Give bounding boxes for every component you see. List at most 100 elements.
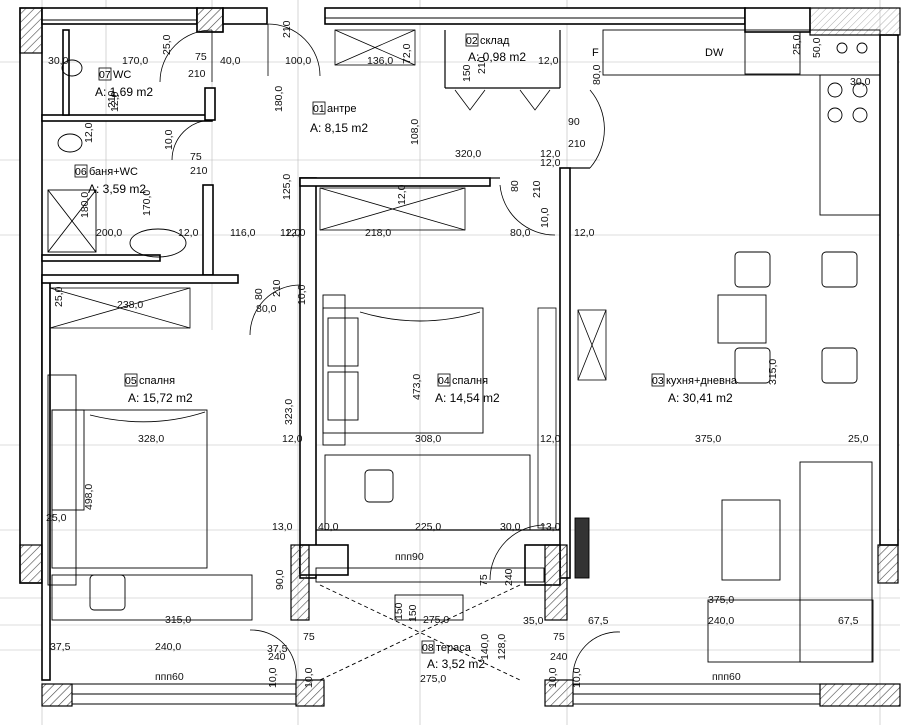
dimension-label: 238,0	[117, 299, 143, 311]
room-06-name: баня+WC	[89, 166, 138, 178]
dimension-label: 40,0	[318, 521, 339, 533]
room-06-num: 06	[75, 166, 87, 178]
dimension-label: 30,0	[850, 76, 871, 88]
dimension-label: 25,0	[161, 34, 173, 55]
dimension-label: 80	[509, 180, 521, 192]
dimension-label: 67,5	[588, 615, 609, 627]
dimension-label: 218,0	[365, 227, 391, 239]
dimension-label: 240,0	[708, 615, 734, 627]
dimension-label: 320,0	[455, 148, 481, 160]
window-label-terrace: ппп90	[395, 551, 424, 563]
room-02-area: A: 0,98 m2	[468, 50, 526, 64]
room-02-name: склад	[480, 35, 510, 47]
room-08-num: 08	[422, 642, 434, 654]
room-05-num: 05	[125, 375, 137, 387]
dimension-label: 328,0	[138, 433, 164, 445]
dimension-label: 473,0	[411, 374, 423, 400]
dimension-label: 12,0	[83, 122, 95, 143]
dimension-label: 12,0	[280, 227, 301, 239]
room-06-area: A: 3,59 m2	[88, 182, 146, 196]
room-08-name: тераса	[436, 642, 472, 654]
dimension-label: 240,0	[155, 641, 181, 653]
dimension-label: 90	[568, 116, 580, 128]
dimension-label: 30,0	[500, 521, 521, 533]
dimension-label: 240	[550, 651, 568, 663]
dimension-label: 25,0	[53, 286, 65, 307]
dimension-label: 10,0	[163, 129, 175, 150]
window-label-left: ппп60	[155, 671, 184, 683]
dimension-label: 210	[281, 20, 293, 38]
guide-lines	[0, 0, 900, 725]
dimension-label: 12,0	[282, 433, 303, 445]
dimension-label: 12,0	[285, 227, 306, 239]
dimension-label: 116,0	[230, 227, 256, 239]
dimension-label: 10,0	[547, 667, 559, 688]
dimension-label: 80	[253, 288, 265, 300]
dimension-label: 12,0	[540, 148, 561, 160]
dimension-label: 150	[407, 604, 419, 622]
dimension-label: 25,0	[848, 433, 869, 445]
room-05-name: спалня	[139, 375, 175, 387]
room-03-name: кухня+дневна	[666, 375, 738, 387]
dimension-label: 12,0	[396, 184, 408, 205]
beds	[47, 294, 484, 586]
room-07-name: WC	[113, 69, 131, 81]
dimension-label: 40,0	[220, 55, 241, 67]
furniture	[47, 29, 881, 681]
dimension-label: 75	[553, 631, 565, 643]
windows	[41, 7, 821, 705]
room-07-area: A: 1,69 m2	[95, 85, 153, 99]
room-01-num: 01	[313, 103, 325, 115]
dimension-label: 80,0	[256, 303, 277, 315]
dimension-label: 72,0	[401, 43, 413, 64]
room-labels: 01 антре A: 8,15 m2 02 склад A: 0,98 m2 …	[74, 33, 741, 683]
dimension-label: 67,5	[838, 615, 859, 627]
dimension-label: 37,5	[50, 641, 71, 653]
walls	[19, 7, 899, 681]
dimension-label: 375,0	[708, 594, 734, 606]
room-01-name: антре	[327, 103, 356, 115]
dimension-label: 180,0	[273, 86, 285, 112]
dimension-label: 12,0	[540, 433, 561, 445]
fridge-label: F	[592, 47, 599, 59]
dimension-label: 80,0	[591, 64, 603, 85]
dimension-label: 12,0	[574, 227, 595, 239]
dimension-label: 12,0	[538, 55, 559, 67]
doors	[159, 23, 621, 681]
dimension-label: 10,0	[539, 207, 551, 228]
dimension-label: 210	[271, 279, 283, 297]
dimension-label: 12,0	[540, 157, 561, 169]
dimension-label: 210	[568, 138, 586, 150]
dimension-label: 13,0	[540, 521, 561, 533]
dishwasher-label: DW	[705, 47, 724, 59]
dimension-label: 275,0	[420, 673, 446, 685]
dimension-label: 75	[190, 151, 202, 163]
dimension-label: 140,0	[479, 634, 491, 660]
dimension-label: 275,0	[423, 614, 449, 626]
dimension-label: 210	[531, 180, 543, 198]
dimension-label: 125,0	[281, 174, 293, 200]
room-04-name: спалня	[452, 375, 488, 387]
dimension-label: 128,0	[496, 634, 508, 660]
dimension-label: 240	[268, 651, 286, 663]
dimension-label: 13,0	[272, 521, 293, 533]
dimension-label: 25,0	[46, 512, 67, 524]
room-08-area: A: 3,52 m2	[427, 657, 485, 671]
dimension-label: 150	[393, 602, 405, 620]
dimension-label: 170,0	[141, 190, 153, 216]
dimension-label: 375,0	[695, 433, 721, 445]
dimension-label: 150	[461, 64, 473, 82]
dimension-label: 315,0	[767, 359, 779, 385]
dimension-label: 12,0	[178, 227, 199, 239]
window-label-right: ппп60	[712, 671, 741, 683]
dimension-label: 50,0	[811, 37, 823, 58]
room-07-num: 07	[99, 69, 111, 81]
dimension-label: 136,0	[367, 55, 393, 67]
room-03-area: A: 30,41 m2	[668, 391, 733, 405]
dimension-label: 12,0	[109, 91, 121, 112]
dimension-label: 240	[503, 568, 515, 586]
dimension-label: 25,0	[791, 34, 803, 55]
dimension-label: 200,0	[96, 227, 122, 239]
